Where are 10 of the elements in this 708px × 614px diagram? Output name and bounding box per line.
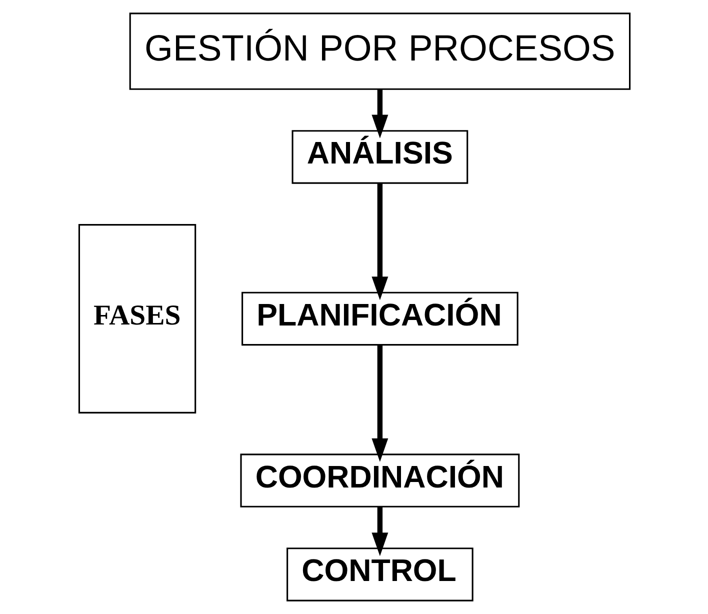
node-box: FASES xyxy=(78,224,196,414)
node-box: COORDINACIÓN xyxy=(240,454,520,508)
arrow xyxy=(371,183,388,300)
arrow xyxy=(371,344,388,462)
node-box: CONTROL xyxy=(286,548,473,602)
arrow xyxy=(371,506,388,556)
node-box: PLANIFICACIÓN xyxy=(241,292,518,346)
node-box: GESTIÓN POR PROCESOS xyxy=(128,12,630,90)
node-box: ANÁLISIS xyxy=(291,130,468,184)
arrow xyxy=(371,89,388,138)
